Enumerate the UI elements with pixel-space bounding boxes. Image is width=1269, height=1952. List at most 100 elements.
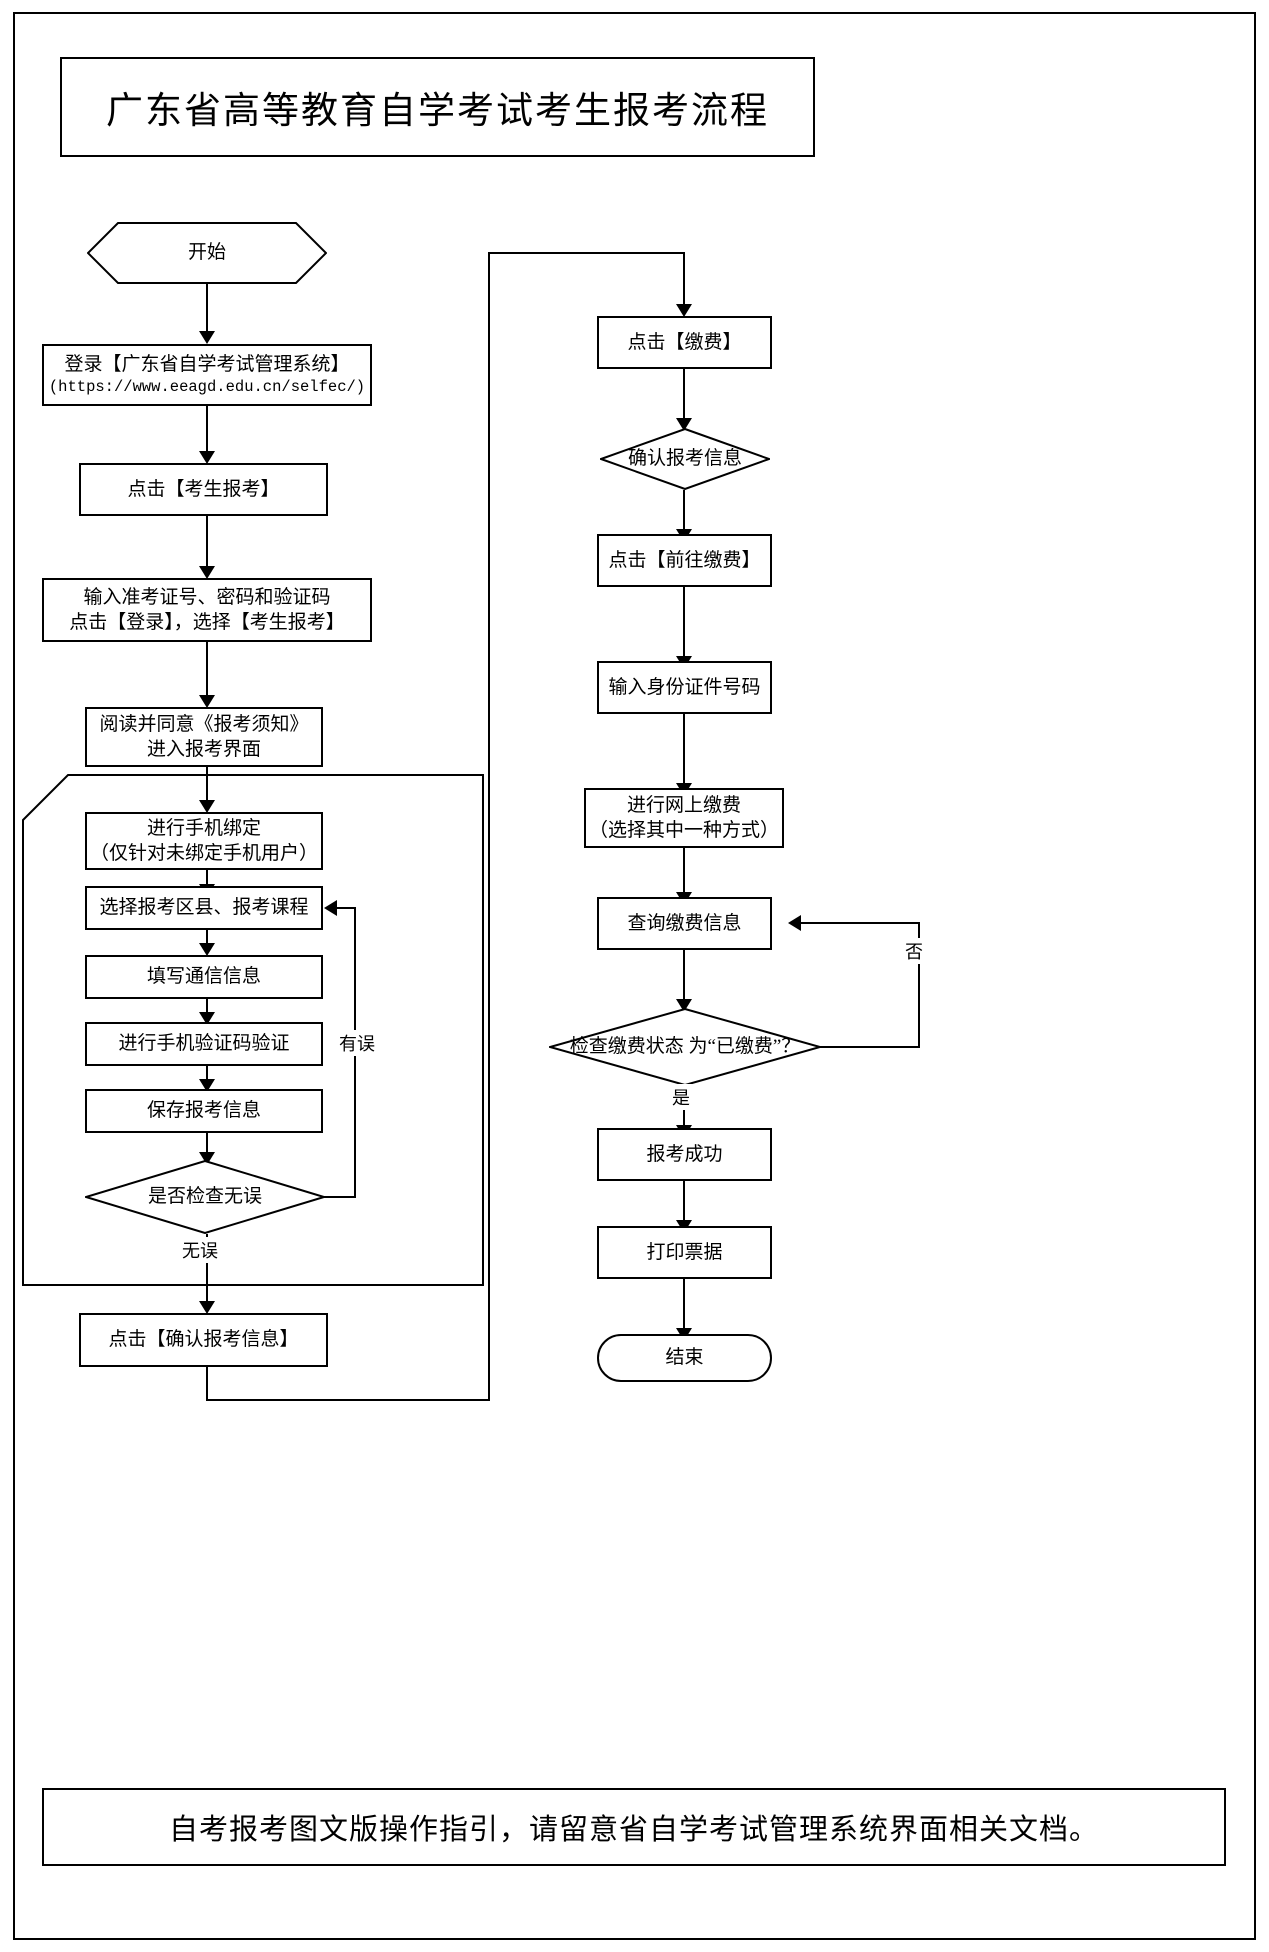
arrow-head bbox=[676, 304, 692, 317]
arrow-head bbox=[199, 331, 215, 344]
bridge-down-into-pay bbox=[683, 252, 685, 307]
loop-edge-right bbox=[324, 1196, 356, 1198]
connector-gopay-id bbox=[683, 587, 685, 659]
node-confirm-info-label: 点击【确认报考信息】 bbox=[108, 1329, 299, 1351]
connector-success-print bbox=[683, 1181, 685, 1223]
node-confirm-info: 点击【确认报考信息】 bbox=[79, 1313, 328, 1367]
node-confirm-exam-info-label: 确认报考信息 bbox=[627, 448, 742, 470]
edge-label-no: 否 bbox=[903, 938, 925, 964]
node-query-pay-label: 查询缴费信息 bbox=[627, 912, 742, 934]
node-print-receipt-label: 打印票据 bbox=[646, 1241, 723, 1263]
node-end: 结束 bbox=[597, 1334, 772, 1382]
arrow-head bbox=[199, 1079, 215, 1092]
node-pay-status: 检查缴费状态 为“已缴费”？ bbox=[549, 1008, 821, 1086]
connector-save-decision bbox=[206, 1133, 208, 1155]
bridge-down bbox=[206, 1367, 208, 1400]
node-start-label: 开始 bbox=[187, 242, 226, 264]
arrow-head bbox=[676, 999, 692, 1012]
edge-label-yes: 是 bbox=[670, 1084, 692, 1110]
node-click-apply-label: 点击【考生报考】 bbox=[127, 478, 280, 500]
connector-login-apply bbox=[206, 406, 208, 454]
node-login-url: (https://www.eeagd.edu.cn/selfec/) bbox=[48, 378, 366, 397]
loop-edge-into-node bbox=[336, 907, 356, 909]
connector-onlinepay-query bbox=[683, 848, 685, 895]
node-go-pay: 点击【前往缴费】 bbox=[597, 534, 772, 587]
node-online-pay-label: 进行网上缴费 （选择其中一种方式） bbox=[588, 794, 779, 841]
loop-pay-up bbox=[918, 923, 920, 1047]
node-enter-credentials: 输入准考证号、密码和验证码 点击【登录】，选择【考生报考】 bbox=[42, 578, 372, 642]
node-fill-contact: 填写通信信息 bbox=[85, 955, 323, 999]
rounded-shape bbox=[597, 1334, 772, 1382]
hexagon-shape bbox=[87, 222, 327, 284]
node-enter-id-label: 输入身份证件号码 bbox=[608, 676, 761, 698]
node-online-pay: 进行网上缴费 （选择其中一种方式） bbox=[584, 788, 784, 848]
node-confirm-exam-info: 确认报考信息 bbox=[600, 428, 770, 490]
page-border bbox=[13, 12, 1256, 1940]
node-login: 登录【广东省自学考试管理系统】 (https://www.eeagd.edu.c… bbox=[42, 344, 372, 406]
connector-start-login bbox=[206, 284, 208, 334]
node-query-pay: 查询缴费信息 bbox=[597, 897, 772, 950]
node-fill-contact-label: 填写通信信息 bbox=[146, 966, 261, 988]
connector-bind-select bbox=[206, 870, 208, 887]
arrow-head bbox=[199, 695, 215, 708]
chart-title-box: 广东省高等教育自学考试考生报考流程 bbox=[60, 57, 815, 157]
connector-id-onlinepay bbox=[683, 714, 685, 786]
footer-note-box: 自考报考图文版操作指引，请留意省自学考试管理系统界面相关文档。 bbox=[42, 1788, 1226, 1866]
arrow-head bbox=[788, 915, 801, 931]
connector-confirm-gopay bbox=[683, 490, 685, 532]
connector-credentials-read bbox=[206, 642, 208, 698]
node-click-pay: 点击【缴费】 bbox=[597, 316, 772, 369]
node-select-course-label: 选择报考区县、报考课程 bbox=[99, 897, 309, 919]
arrow-head bbox=[199, 451, 215, 464]
connector-pay-confirm bbox=[683, 369, 685, 421]
bridge-right bbox=[206, 1399, 490, 1401]
node-check-decision: 是否检查无误 bbox=[85, 1160, 325, 1234]
connector-contact-verify bbox=[206, 999, 208, 1015]
connector-query-status bbox=[683, 950, 685, 1002]
diamond-shape bbox=[85, 1160, 325, 1234]
edge-label-no-error: 无误 bbox=[180, 1237, 220, 1263]
page-title: 广东省高等教育自学考试考生报考流程 bbox=[106, 91, 769, 132]
arrow-head bbox=[199, 1012, 215, 1025]
connector-verify-save bbox=[206, 1066, 208, 1082]
connector-apply-credentials bbox=[206, 516, 208, 569]
node-select-course: 选择报考区县、报考课程 bbox=[85, 886, 323, 930]
footer-note: 自考报考图文版操作指引，请留意省自学考试管理系统界面相关文档。 bbox=[168, 1814, 1099, 1846]
node-read-agree: 阅读并同意《报考须知》 进入报考界面 bbox=[85, 707, 323, 767]
arrow-head bbox=[199, 800, 215, 813]
node-enter-id: 输入身份证件号码 bbox=[597, 661, 772, 714]
node-bind-phone-label: 进行手机绑定 （仅针对未绑定手机用户） bbox=[89, 817, 318, 864]
node-save-info-label: 保存报考信息 bbox=[146, 1100, 261, 1122]
bridge-up bbox=[488, 252, 490, 1401]
node-verify-sms-label: 进行手机验证码验证 bbox=[118, 1033, 290, 1055]
node-end-label: 结束 bbox=[665, 1347, 704, 1369]
node-read-agree-label: 阅读并同意《报考须知》 进入报考界面 bbox=[99, 713, 309, 760]
node-apply-success: 报考成功 bbox=[597, 1128, 772, 1181]
node-pay-status-label: 检查缴费状态 为“已缴费”？ bbox=[569, 1036, 801, 1058]
arrow-head bbox=[324, 900, 337, 916]
node-go-pay-label: 点击【前往缴费】 bbox=[608, 549, 761, 571]
node-start: 开始 bbox=[87, 222, 327, 284]
loop-pay-right bbox=[820, 1046, 920, 1048]
connector-select-contact bbox=[206, 930, 208, 946]
arrow-head bbox=[199, 566, 215, 579]
connector-print-end bbox=[683, 1279, 685, 1331]
edge-label-error: 有误 bbox=[337, 1030, 377, 1056]
connector-decision-confirm bbox=[206, 1234, 208, 1304]
node-click-apply: 点击【考生报考】 bbox=[79, 463, 328, 516]
bridge-to-right-column bbox=[488, 252, 685, 254]
node-check-decision-label: 是否检查无误 bbox=[147, 1186, 262, 1208]
loop-pay-back bbox=[800, 922, 920, 924]
node-click-pay-label: 点击【缴费】 bbox=[627, 331, 742, 353]
loop-group-outline bbox=[22, 774, 484, 1286]
node-print-receipt: 打印票据 bbox=[597, 1226, 772, 1279]
node-verify-sms: 进行手机验证码验证 bbox=[85, 1022, 323, 1066]
connector-read-bind bbox=[206, 767, 208, 802]
arrow-head bbox=[676, 418, 692, 431]
node-bind-phone: 进行手机绑定 （仅针对未绑定手机用户） bbox=[85, 812, 323, 870]
diamond-shape bbox=[600, 428, 770, 490]
node-login-label: 登录【广东省自学考试管理系统】 bbox=[64, 354, 350, 376]
node-apply-success-label: 报考成功 bbox=[646, 1143, 723, 1165]
node-enter-credentials-label: 输入准考证号、密码和验证码 点击【登录】，选择【考生报考】 bbox=[69, 586, 345, 633]
